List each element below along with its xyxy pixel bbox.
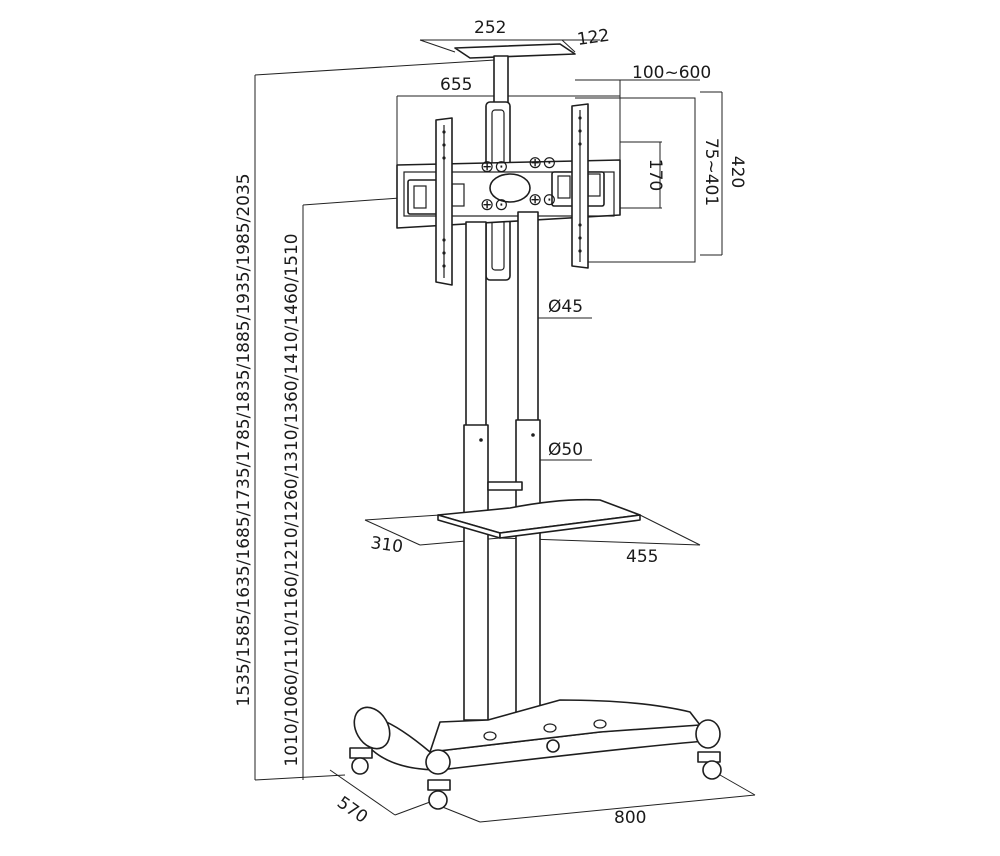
lower-column-left [463,424,489,721]
center-cap [489,173,531,203]
upper-column-right [517,211,539,423]
label-lower-tube-diameter: Ø50 [548,440,583,460]
label-shelf-depth: 310 [369,533,404,557]
dimension-lines [254,39,756,823]
top-bracket [454,43,576,59]
label-upper-tube-diameter: Ø45 [548,297,583,317]
dimension-labels: 252 122 655 100~600 420 75~401 170 Ø45 Ø… [234,18,747,828]
shelf [437,498,641,539]
svg-text:⊕⊙: ⊕⊙ [528,190,557,210]
label-vesa-vertical: 75~401 [701,138,721,206]
casters [349,739,722,810]
vesa-arm-left [435,117,453,286]
svg-text:⊕⊙: ⊕⊙ [480,157,509,177]
label-total-height: 1535/1585/1635/1685/1735/1785/1835/1885/… [234,173,254,706]
lower-column-right [515,419,541,716]
stand-body: ⊕⊙ ⊕⊙ ⊕⊙ ⊕⊙ [349,43,722,810]
label-base-width: 800 [614,808,646,828]
base [353,699,721,775]
caster-rear-left [349,747,373,775]
caster-front-left [427,779,451,810]
bracket-post [493,55,509,105]
vesa-arm-right [571,103,589,269]
upper-column-left [465,221,487,428]
svg-text:⊕⊙: ⊕⊙ [528,153,557,173]
caster-front-right [697,751,722,780]
caster-rear-center [546,739,560,753]
label-mount-width: 655 [440,75,472,95]
label-center-height: 1010/1060/1110/1160/1210/1260/1310/1360/… [282,233,302,766]
svg-text:⊕⊙: ⊕⊙ [480,195,509,215]
label-plate-height: 170 [645,159,665,191]
label-shelf-width: 455 [626,547,658,567]
label-mount-height: 420 [727,156,747,188]
label-top-bracket-width: 252 [474,18,506,38]
label-vesa-horizontal: 100~600 [632,63,711,83]
label-top-bracket-depth: 122 [576,26,611,50]
label-base-depth: 570 [333,793,371,828]
